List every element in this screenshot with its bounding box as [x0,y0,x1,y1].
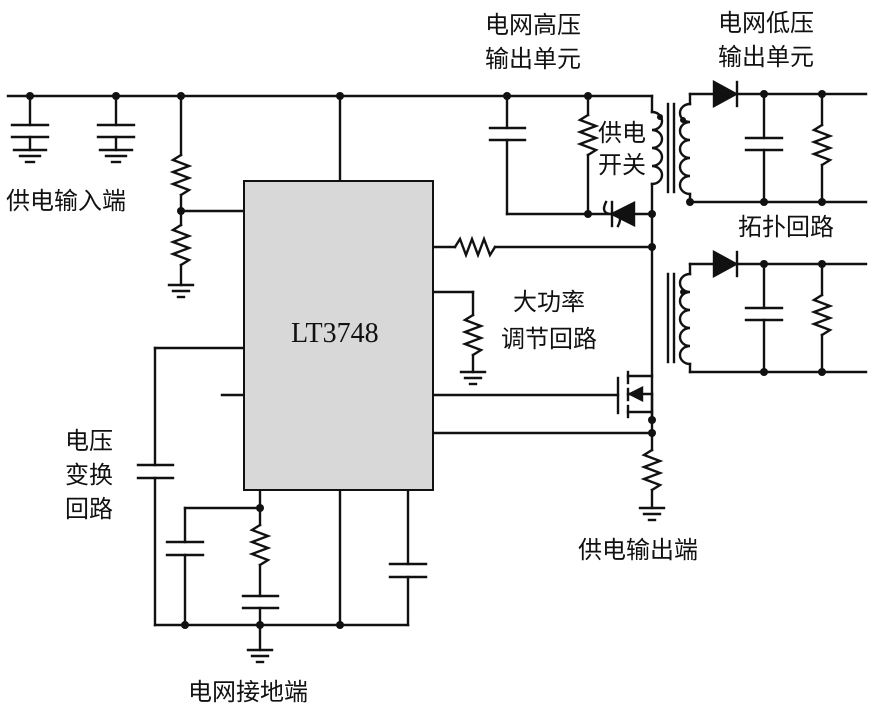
label-grid-ground: 电网接地端 [188,678,308,706]
label-voltage-conv-line3: 回路 [65,495,113,523]
label-topology-loop: 拓扑回路 [738,213,834,241]
label-high-power-line1: 大功率 [513,288,585,316]
ground-network [153,488,428,664]
mosfet [431,370,654,422]
label-voltage-conv-line2: 变换 [65,461,113,489]
label-voltage-conv-line1: 电压 [65,427,113,455]
hv-resistor [576,94,600,216]
input-capacitor-1 [10,94,50,164]
junction-dots [26,90,826,629]
label-power-input: 供电输入端 [6,187,126,215]
label-lv-output-line2: 输出单元 [718,43,814,71]
label-power-switch-line1: 供电 [598,119,646,147]
hv-capacitor [488,94,590,216]
label-power-switch-line2: 开关 [598,151,646,179]
sense-resistor [431,418,666,522]
lv-output-2 [688,249,868,374]
voltage-conversion-loop [136,346,246,627]
switch-diode [586,200,654,228]
label-hv-output-line1: 电网高压 [485,11,581,39]
transformer-1 [650,92,692,422]
chip-name: LT3748 [291,318,379,349]
label-high-power-line2: 调节回路 [501,325,597,353]
lv-output-1 [688,79,868,204]
chip-body [243,180,434,491]
input-capacitor-2 [96,94,136,164]
transformer-2 [666,262,692,374]
label-hv-output-line2: 输出单元 [485,45,581,73]
label-power-output: 供电输出端 [578,536,698,564]
input-divider [167,94,246,299]
label-lv-output-line1: 电网低压 [718,9,814,37]
high-power-resistor [431,290,487,386]
feedback-resistor [431,235,654,259]
